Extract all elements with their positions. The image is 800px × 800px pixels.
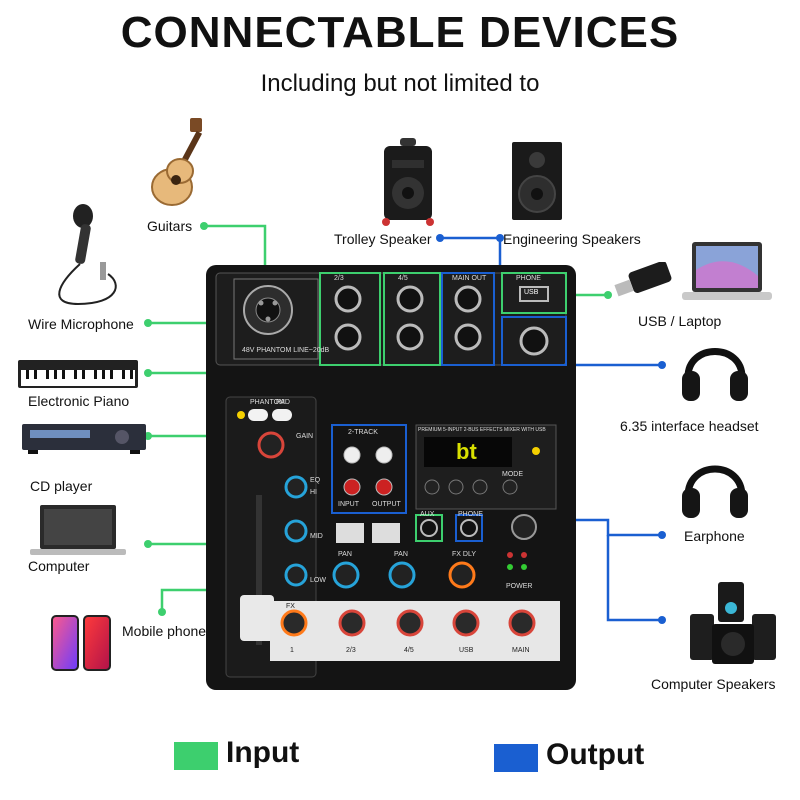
eq-label: EQ	[310, 477, 321, 484]
mobile-phone-label: Mobile phone	[122, 623, 207, 639]
phone-jack-label: PHONE	[458, 511, 483, 518]
mobile-phone-icon	[51, 615, 111, 671]
section-label-4-5: 4/5	[398, 275, 408, 282]
cd-player-label: CD player	[30, 478, 93, 494]
input-legend-label: Input	[226, 736, 300, 769]
phone-label: PHONE	[516, 275, 541, 282]
guitars-label: Guitars	[147, 218, 193, 234]
section-label-2-3: 2/3	[334, 275, 344, 282]
computer-speakers-label: Computer Speakers	[651, 676, 776, 692]
hi-label: HI	[310, 489, 317, 496]
computer-label: Computer	[28, 558, 90, 574]
pan-label-2: PAN	[394, 551, 408, 558]
trolley-speaker-icon	[382, 138, 434, 226]
earphone-label: Earphone	[684, 528, 745, 544]
gain-label: GAIN	[296, 433, 314, 440]
two-track-label: 2-TRACK	[348, 429, 378, 436]
wire-microphone-label: Wire Microphone	[28, 316, 134, 332]
main-out-label: MAIN OUT	[452, 275, 487, 282]
effects-display: bt	[456, 439, 477, 464]
output-legend-swatch	[494, 744, 538, 772]
computer-speakers-icon	[690, 582, 776, 664]
guitar-icon	[151, 118, 203, 206]
engineering-speakers-label: Engineering Speakers	[503, 231, 641, 247]
effects-title: PREMIUM 5-INPUT 2-BUS EFFECTS MIXER WITH…	[418, 427, 546, 433]
usb-drive-icon	[614, 262, 672, 297]
channel-label-main: MAIN	[512, 647, 530, 654]
headset-label: 6.35 interface headset	[620, 418, 759, 434]
headset-icon	[682, 348, 748, 401]
engineering-speaker-icon	[512, 142, 562, 220]
piano-icon	[18, 360, 138, 388]
channel-label-2-3: 2/3	[346, 647, 356, 654]
low-label: LOW	[310, 577, 326, 584]
channel-label-1: 1	[290, 647, 294, 654]
cd-player-icon	[22, 424, 146, 454]
fx-label: FX	[286, 603, 295, 610]
input-label: INPUT	[338, 501, 359, 508]
microphone-icon	[58, 204, 117, 306]
electronic-piano-label: Electronic Piano	[28, 393, 130, 409]
phantom-label: PHANTOM	[250, 399, 285, 406]
mixer-panel	[215, 272, 567, 678]
trolley-speaker-label: Trolley Speaker	[334, 231, 432, 247]
page-subtitle: Including but not limited to	[260, 70, 540, 97]
pan-label-1: PAN	[338, 551, 352, 558]
pad-label: PAD	[276, 399, 290, 406]
mode-label: MODE	[502, 471, 523, 478]
channel-label-usb: USB	[459, 647, 474, 654]
power-label: POWER	[506, 583, 533, 590]
mid-label: MID	[310, 533, 323, 540]
channel-label-4-5: 4/5	[404, 647, 414, 654]
usb-laptop-label: USB / Laptop	[638, 313, 722, 329]
output-label: OUTPUT	[372, 501, 401, 508]
laptop-icon	[682, 242, 772, 300]
earphone-icon	[682, 465, 748, 518]
aux-label: AUX	[420, 511, 435, 518]
computer-speakers-wire	[606, 535, 662, 622]
page-title: CONNECTABLE DEVICES	[120, 8, 680, 57]
audio-mixer: 2/3 4/5 MAIN OUT PHONE USB 48V PHANTOM L…	[206, 265, 576, 690]
phantom-line-label: 48V PHANTOM LINE~20dB	[242, 347, 330, 354]
output-legend-label: Output	[546, 738, 645, 771]
fx-dly-label: FX DLY	[452, 551, 476, 558]
usb-port-label: USB	[524, 289, 539, 296]
input-legend-swatch	[174, 742, 218, 770]
computer-icon	[30, 505, 126, 555]
